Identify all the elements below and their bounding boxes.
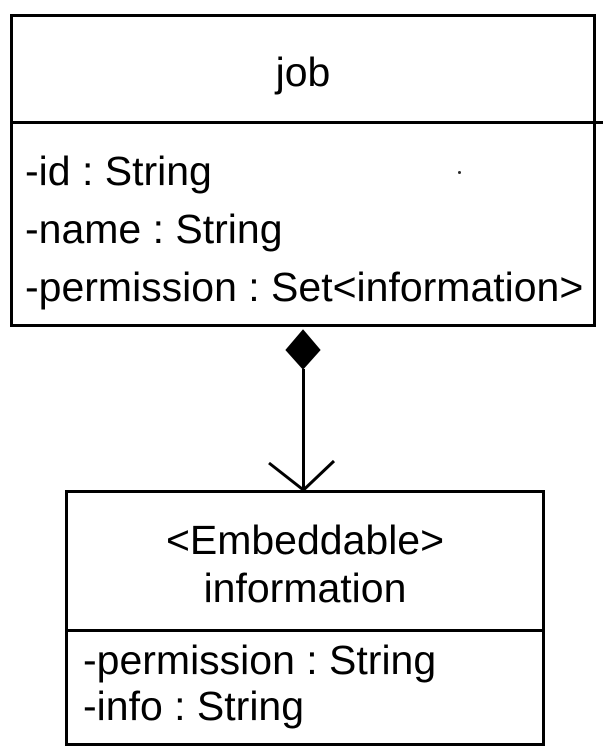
attribute-line: -permission : String — [83, 637, 437, 683]
composition-diamond-icon — [285, 329, 321, 370]
stray-dot — [458, 171, 461, 174]
information-class-name: information — [203, 565, 407, 611]
information-class-title-compartment: <Embeddable> information — [68, 493, 542, 632]
job-attributes-compartment: -id : String -name : String -permission … — [13, 124, 593, 316]
information-class-box: <Embeddable> information -permission : S… — [65, 490, 545, 746]
information-attributes-compartment: -permission : String -info : String — [68, 632, 542, 729]
attribute-line: -info : String — [83, 683, 305, 729]
job-class-box: job -id : String -name : String -permiss… — [10, 14, 596, 327]
job-class-title-compartment: job — [13, 17, 593, 121]
information-class-stereotype: <Embeddable> — [165, 517, 445, 563]
job-class-name: job — [275, 49, 331, 95]
job-title-divider — [10, 121, 603, 124]
arrowhead-icon — [268, 459, 336, 492]
attribute-line: -name : String — [25, 206, 283, 252]
attribute-line: -id : String — [25, 148, 212, 194]
attribute-line: -permission : Set<information> — [25, 264, 584, 310]
